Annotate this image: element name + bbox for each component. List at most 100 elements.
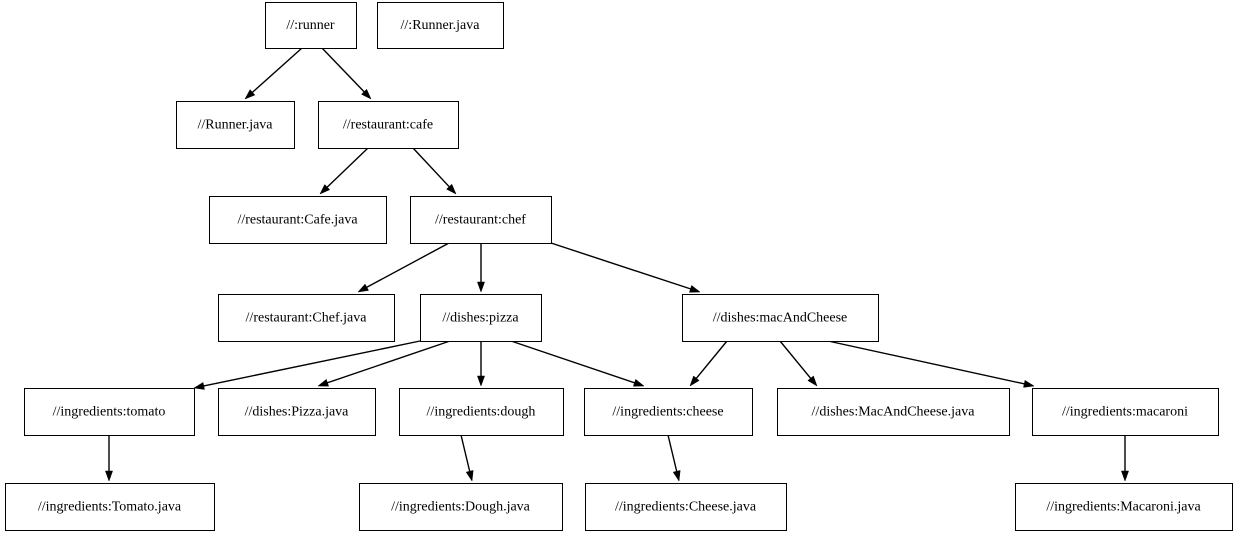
node-label: //ingredients:tomato [53, 405, 166, 420]
graph-edge [193, 340, 421, 390]
graph-edge [317, 340, 451, 387]
node-box [24, 388, 195, 436]
graph-node-runner[interactable]: //:runner [265, 2, 357, 49]
node-label: //dishes:macAndCheese [713, 311, 848, 326]
node-box [410, 196, 552, 244]
edge-line [412, 147, 450, 188]
edge-line [510, 340, 635, 384]
edge-line [667, 434, 678, 472]
node-box [777, 388, 1010, 436]
edge-line [550, 242, 691, 290]
graph-edge [105, 435, 113, 482]
graph-node-restaurant_chef[interactable]: //restaurant:chef [410, 196, 552, 244]
graph-edge [319, 147, 369, 195]
edge-arrowhead-icon [1023, 379, 1035, 388]
edge-arrowhead-icon [361, 88, 372, 100]
node-box [5, 483, 215, 531]
node-box [682, 294, 879, 342]
edge-arrowhead-icon [465, 470, 474, 482]
graph-edge [477, 243, 485, 293]
graph-edge [460, 434, 474, 482]
graph-edge [321, 47, 372, 100]
edge-line [327, 340, 451, 384]
edge-arrowhead-icon [633, 378, 645, 387]
edges-layer [105, 47, 1129, 482]
nodes-layer: //:runner //:Runner.java //Runner.java //re… [5, 2, 1233, 531]
graph-node-ing_macaronijava[interactable]: //ingredients:Macaroni.java [1015, 483, 1233, 531]
graph-edge [550, 242, 701, 293]
graph-edge [510, 340, 645, 387]
graph-node-ing_dough[interactable]: //ingredients:dough [399, 388, 564, 436]
node-label: //ingredients:Tomato.java [38, 500, 182, 515]
edge-arrowhead-icon [477, 281, 485, 293]
graph-node-ing_tomatojava[interactable]: //ingredients:Tomato.java [5, 483, 215, 531]
node-box [318, 101, 459, 149]
node-label: //restaurant:cafe [343, 118, 433, 133]
edge-arrowhead-icon [357, 283, 369, 293]
graph-edge [244, 47, 303, 100]
edge-arrowhead-icon [477, 375, 485, 387]
node-label: //:Runner.java [401, 18, 481, 33]
node-box [218, 388, 376, 436]
graph-node-ing_cheesejava[interactable]: //ingredients:Cheese.java [585, 483, 787, 531]
node-label: //ingredients:dough [427, 405, 536, 420]
node-box [176, 101, 295, 149]
graph-node-runner_java_root[interactable]: //:Runner.java [377, 2, 504, 49]
edge-arrowhead-icon [317, 378, 329, 387]
edge-arrowhead-icon [1121, 470, 1129, 482]
graph-node-ing_tomato[interactable]: //ingredients:tomato [24, 388, 195, 436]
edge-line [827, 340, 1025, 385]
edge-arrowhead-icon [689, 375, 700, 387]
edge-arrowhead-icon [672, 470, 681, 482]
graph-node-restaurant_cafejava[interactable]: //restaurant:Cafe.java [209, 196, 387, 244]
graph-edge [779, 340, 818, 387]
node-label: //ingredients:Dough.java [391, 500, 531, 515]
graph-node-ing_doughjava[interactable]: //ingredients:Dough.java [359, 483, 563, 531]
graph-edge [357, 242, 450, 293]
node-label: //Runner.java [197, 118, 273, 133]
edge-line [321, 47, 365, 93]
graph-node-restaurant_cafe[interactable]: //restaurant:cafe [318, 101, 459, 149]
graph-node-dishes_pizzajava[interactable]: //dishes:Pizza.java [218, 388, 376, 436]
edge-arrowhead-icon [689, 285, 701, 293]
graph-node-dishes_macjava[interactable]: //dishes:MacAndCheese.java [777, 388, 1010, 436]
edge-line [251, 47, 303, 93]
node-box [1032, 388, 1219, 436]
node-label: //restaurant:chef [435, 213, 526, 228]
node-label: //ingredients:Cheese.java [615, 500, 757, 515]
node-label: //:runner [286, 18, 335, 33]
edge-arrowhead-icon [244, 89, 256, 100]
graph-node-runner_java[interactable]: //Runner.java [176, 101, 295, 149]
node-label: //restaurant:Cafe.java [237, 213, 358, 228]
edge-line [779, 340, 812, 379]
node-label: //dishes:MacAndCheese.java [812, 405, 976, 420]
graph-node-ing_macaroni[interactable]: //ingredients:macaroni [1032, 388, 1219, 436]
node-box [399, 388, 564, 436]
node-label: //dishes:Pizza.java [245, 405, 350, 420]
graph-edge [667, 434, 681, 482]
graph-node-dishes_pizza[interactable]: //dishes:pizza [420, 294, 542, 342]
node-box [377, 2, 504, 49]
graph-edge [827, 340, 1035, 388]
graph-edge [412, 147, 457, 195]
graph-edge [689, 340, 728, 387]
edge-arrowhead-icon [446, 183, 457, 195]
node-box [209, 196, 387, 244]
node-box [585, 483, 787, 531]
edge-line [326, 147, 369, 188]
edge-arrowhead-icon [105, 470, 113, 482]
edge-line [203, 340, 421, 387]
edge-arrowhead-icon [193, 382, 205, 390]
graph-edge [1121, 435, 1129, 482]
edge-line [460, 434, 471, 472]
graph-node-ing_cheese[interactable]: //ingredients:cheese [584, 388, 753, 436]
edge-arrowhead-icon [807, 375, 818, 387]
graph-node-dishes_macandcheese[interactable]: //dishes:macAndCheese [682, 294, 879, 342]
node-label: //ingredients:Macaroni.java [1046, 500, 1201, 515]
edge-line [695, 340, 728, 379]
node-label: //restaurant:Chef.java [246, 311, 368, 326]
node-label: //ingredients:macaroni [1062, 405, 1188, 420]
graph-node-restaurant_chefjava[interactable]: //restaurant:Chef.java [218, 294, 395, 342]
